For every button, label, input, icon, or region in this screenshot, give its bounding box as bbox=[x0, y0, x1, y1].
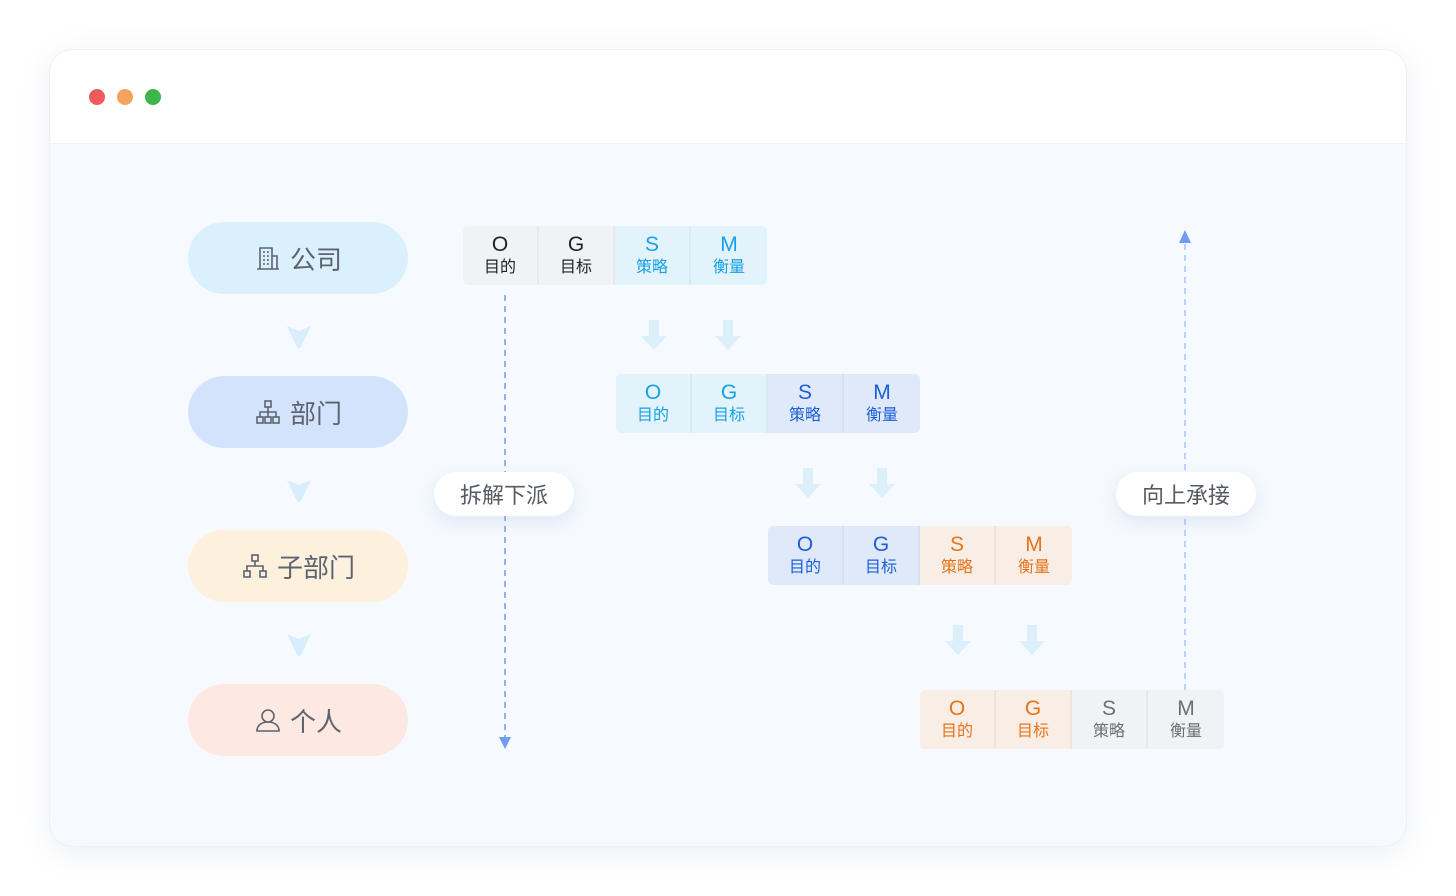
up-arrowhead-icon bbox=[1179, 230, 1191, 243]
ogsm-cell-g: G 目标 bbox=[844, 526, 920, 585]
cell-letter: S bbox=[797, 380, 812, 404]
cell-letter: G bbox=[567, 232, 585, 256]
cell-label: 衡量 bbox=[1017, 558, 1050, 576]
cell-label: 目标 bbox=[559, 258, 592, 276]
chevron-down-icon bbox=[287, 634, 311, 657]
ogsm-cell-s: S 策略 bbox=[615, 226, 691, 285]
cell-letter: G bbox=[720, 380, 738, 404]
cell-letter: O bbox=[644, 380, 662, 404]
ogsm-cell-g: G 目标 bbox=[539, 226, 615, 285]
ogsm-cell-o: O 目的 bbox=[616, 374, 692, 433]
level-label: 公司 bbox=[289, 244, 342, 275]
cell-label: 衡量 bbox=[712, 258, 745, 276]
arrow-down-icon bbox=[945, 625, 971, 655]
ogsm-cell-m: M 衡量 bbox=[1148, 690, 1224, 749]
ogsm-cell-s: S 策略 bbox=[768, 374, 844, 433]
level-company: 公司 bbox=[188, 222, 408, 294]
ogsm-cell-o: O 目的 bbox=[920, 690, 996, 749]
down-arrowhead-icon bbox=[499, 737, 511, 749]
level-label: 部门 bbox=[289, 398, 342, 429]
title-bar bbox=[50, 50, 1406, 144]
ogsm-cell-o: O 目的 bbox=[463, 226, 539, 285]
cell-label: 目标 bbox=[1016, 722, 1049, 740]
arrow-down-icon bbox=[715, 320, 741, 350]
ogsm-cell-m: M 衡量 bbox=[996, 526, 1072, 585]
cell-letter: M bbox=[873, 380, 891, 404]
cell-label: 目标 bbox=[712, 406, 745, 424]
chevron-down-icon bbox=[287, 480, 311, 503]
org-chart-icon bbox=[256, 400, 280, 424]
level-department: 部门 bbox=[188, 376, 408, 448]
cell-label: 目标 bbox=[864, 558, 897, 576]
cell-letter: S bbox=[949, 532, 964, 556]
cell-letter: M bbox=[1177, 696, 1195, 720]
ogsm-sub-department: O 目的 G 目标 S 策略 M 衡量 bbox=[768, 526, 1072, 585]
close-button[interactable] bbox=[89, 89, 105, 105]
ogsm-department: O 目的 G 目标 S 策略 M 衡量 bbox=[616, 374, 920, 433]
cell-letter: O bbox=[796, 532, 814, 556]
ogsm-cell-g: G 目标 bbox=[996, 690, 1072, 749]
cell-label: 目的 bbox=[788, 558, 821, 576]
cell-label: 策略 bbox=[1092, 722, 1125, 740]
cell-label: 策略 bbox=[940, 558, 973, 576]
arrow-down-icon bbox=[795, 468, 821, 498]
maximize-button[interactable] bbox=[145, 89, 161, 105]
level-individual: 个人 bbox=[188, 684, 408, 756]
cell-label: 目的 bbox=[483, 258, 516, 276]
cell-letter: G bbox=[1024, 696, 1042, 720]
ogsm-cell-o: O 目的 bbox=[768, 526, 844, 585]
ogsm-cell-s: S 策略 bbox=[1072, 690, 1148, 749]
cell-letter: M bbox=[720, 232, 738, 256]
arrow-down-icon bbox=[1019, 625, 1045, 655]
cell-letter: O bbox=[948, 696, 966, 720]
ogsm-cell-s: S 策略 bbox=[920, 526, 996, 585]
ogsm-cell-m: M 衡量 bbox=[691, 226, 767, 285]
cell-letter: S bbox=[644, 232, 659, 256]
level-label: 个人 bbox=[289, 706, 342, 737]
user-icon bbox=[256, 709, 280, 732]
level-label: 子部门 bbox=[276, 552, 355, 583]
cell-label: 策略 bbox=[788, 406, 821, 424]
chevron-down-icon bbox=[287, 326, 311, 349]
cell-label: 目的 bbox=[940, 722, 973, 740]
cell-label: 衡量 bbox=[865, 406, 898, 424]
flow-label-up: 向上承接 bbox=[1116, 472, 1256, 516]
ogsm-cell-g: G 目标 bbox=[692, 374, 768, 433]
flow-label-down: 拆解下派 bbox=[434, 472, 574, 516]
cell-label: 目的 bbox=[636, 406, 669, 424]
building-icon bbox=[256, 247, 279, 270]
arrow-down-icon bbox=[641, 320, 667, 350]
cell-label: 衡量 bbox=[1169, 722, 1202, 740]
cell-letter: G bbox=[872, 532, 890, 556]
minimize-button[interactable] bbox=[117, 89, 133, 105]
org-chart-icon bbox=[243, 554, 267, 578]
cell-letter: S bbox=[1101, 696, 1116, 720]
level-sub-department: 子部门 bbox=[188, 530, 408, 602]
arrow-down-icon bbox=[869, 468, 895, 498]
ogsm-company: O 目的 G 目标 S 策略 M 衡量 bbox=[463, 226, 767, 285]
ogsm-individual: O 目的 G 目标 S 策略 M 衡量 bbox=[920, 690, 1224, 749]
cell-letter: O bbox=[491, 232, 509, 256]
cell-label: 策略 bbox=[635, 258, 668, 276]
cell-letter: M bbox=[1025, 532, 1043, 556]
ogsm-cell-m: M 衡量 bbox=[844, 374, 920, 433]
